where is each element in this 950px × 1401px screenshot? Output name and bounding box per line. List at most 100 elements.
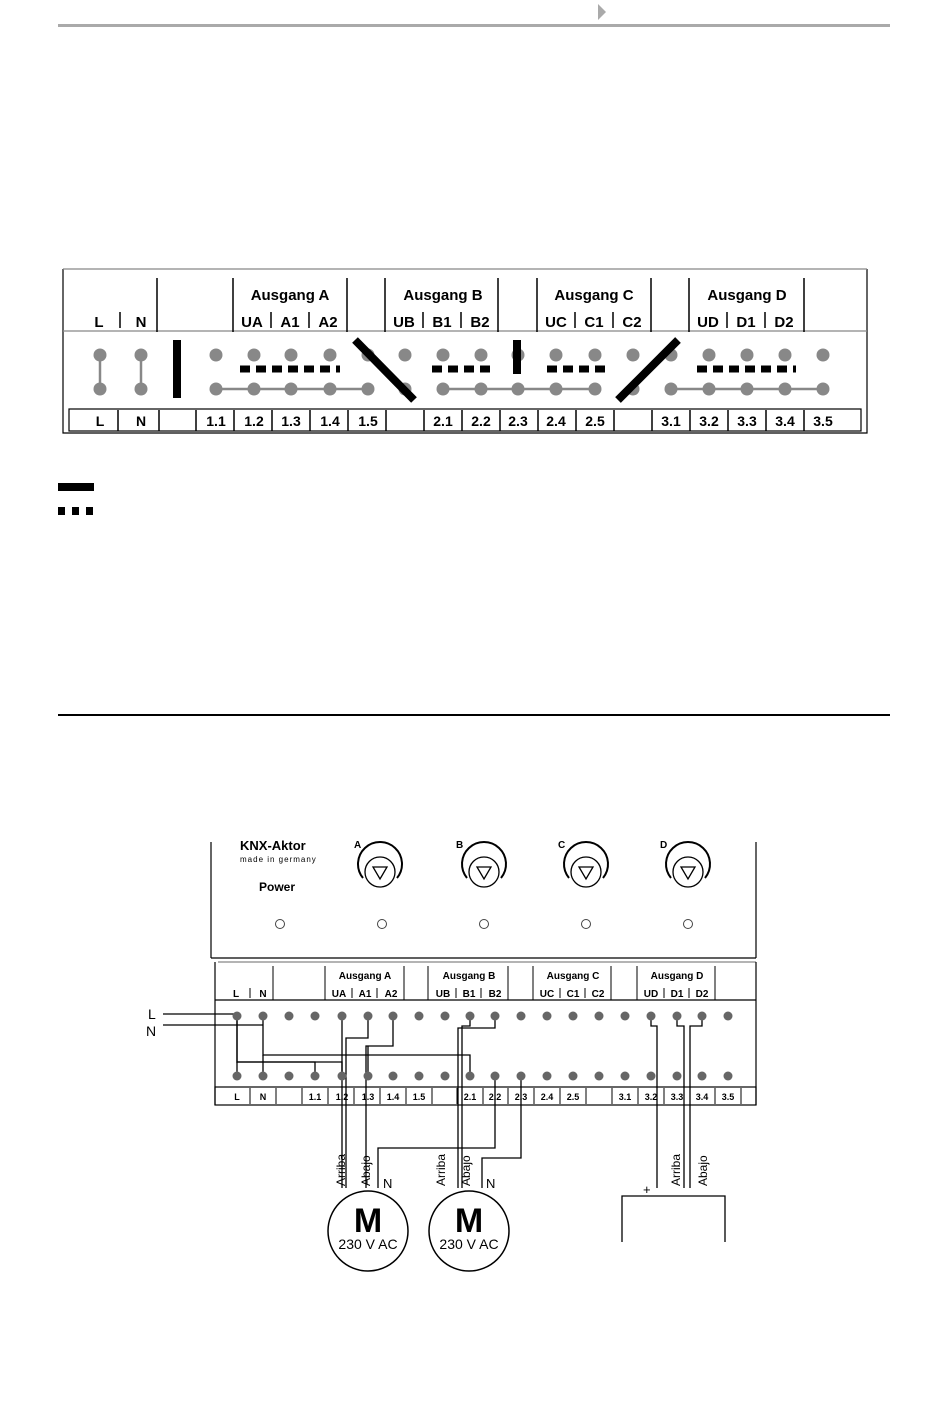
terminal-dot xyxy=(363,1071,373,1081)
terminal-label: 3.4 xyxy=(696,1092,709,1102)
terminal-label: 1.4 xyxy=(320,413,340,429)
terminal-dot xyxy=(672,1071,682,1081)
motor1-n-label: N xyxy=(383,1176,392,1191)
terminal-dot xyxy=(542,1071,552,1081)
terminal-label: L xyxy=(96,413,105,429)
header-b2: B2 xyxy=(470,314,489,331)
rotary-knob-icon[interactable] xyxy=(665,841,711,888)
ausgang-b-label: Ausgang B xyxy=(443,971,496,982)
terminal-label: L xyxy=(234,1092,240,1102)
ausgang-a-label: Ausgang A xyxy=(251,287,330,304)
terminal-label: 3.2 xyxy=(645,1092,658,1102)
terminal-label: 2.4 xyxy=(546,413,566,429)
terminal-dot xyxy=(258,1011,268,1021)
terminal-dot xyxy=(440,1071,450,1081)
bridge-bar-short xyxy=(513,340,521,374)
motor2-voltage: 230 V AC xyxy=(439,1236,498,1252)
terminal-dot xyxy=(697,1011,707,1021)
header-rule xyxy=(58,24,890,27)
terminal-label: 2.1 xyxy=(433,413,453,429)
terminal-dot xyxy=(490,1011,500,1021)
dc-load-box xyxy=(621,1195,726,1242)
device-subtitle: made in germany xyxy=(240,855,317,864)
rotary-knob-icon[interactable] xyxy=(461,841,507,888)
terminal-dot xyxy=(247,348,261,362)
bridge-diagonal xyxy=(615,337,681,403)
terminal-label: 2.5 xyxy=(585,413,605,429)
motor1-down-label: Abajo xyxy=(359,1155,373,1186)
supply-n-label: N xyxy=(146,1023,156,1039)
top-terminal-diagram: Ausgang A Ausgang B Ausgang C Ausgang D … xyxy=(62,268,868,434)
knob-c-label: C xyxy=(558,840,565,851)
header-ua: UA xyxy=(332,989,346,1000)
header-d1: D1 xyxy=(736,314,755,331)
header-ud: UD xyxy=(644,989,658,1000)
knob-b-label: B xyxy=(456,840,463,851)
terminal-dot xyxy=(337,1071,347,1081)
header-n: N xyxy=(136,314,147,331)
terminal-label: 1.5 xyxy=(413,1092,426,1102)
terminal-dot xyxy=(646,1011,656,1021)
terminal-label: N xyxy=(260,1092,267,1102)
terminal-label: 1.2 xyxy=(244,413,264,429)
terminal-dot xyxy=(363,1011,373,1021)
legend-solid-bridge xyxy=(58,483,94,491)
terminal-dot xyxy=(549,348,563,362)
terminal-label: 2.1 xyxy=(464,1092,477,1102)
terminal-dot xyxy=(702,348,716,362)
terminal-label: 3.2 xyxy=(699,413,719,429)
terminal-label: 1.1 xyxy=(309,1092,322,1102)
ausgang-b-label: Ausgang B xyxy=(403,287,482,304)
terminal-dot xyxy=(740,348,754,362)
header-d2: D2 xyxy=(774,314,793,331)
header-ub: UB xyxy=(393,314,415,331)
dc-down-label: Abajo xyxy=(696,1155,710,1186)
terminal-label: 2.5 xyxy=(567,1092,580,1102)
legend xyxy=(58,483,94,515)
terminal-dot xyxy=(398,348,412,362)
power-label: Power xyxy=(259,880,295,894)
status-led-icon xyxy=(683,919,693,929)
terminal-dot xyxy=(284,1071,294,1081)
terminal-dot xyxy=(594,1071,604,1081)
motor2-up-label: Arriba xyxy=(434,1154,448,1186)
terminal-label: 2.2 xyxy=(489,1092,502,1102)
terminal-dot xyxy=(232,1071,242,1081)
terminal-dot xyxy=(310,1071,320,1081)
terminal-dot xyxy=(778,348,792,362)
terminal-label: 1.5 xyxy=(358,413,378,429)
ausgang-c-label: Ausgang C xyxy=(547,971,600,982)
terminal-dot xyxy=(588,348,602,362)
terminal-dot xyxy=(620,1071,630,1081)
terminal-dot xyxy=(284,348,298,362)
motor-2-symbol xyxy=(428,1190,510,1272)
terminal-dot xyxy=(620,1011,630,1021)
header-b1: B1 xyxy=(432,314,451,331)
ausgang-c-label: Ausgang C xyxy=(554,287,633,304)
motor1-m-label: M xyxy=(354,1202,382,1240)
terminal-dot xyxy=(465,1071,475,1081)
wires xyxy=(163,1013,703,1188)
terminal-dot xyxy=(209,348,223,362)
header-c2: C2 xyxy=(592,989,605,1000)
terminal-label: 1.2 xyxy=(336,1092,349,1102)
terminal-dot xyxy=(568,1071,578,1081)
arrow-right-icon xyxy=(598,4,606,20)
terminal-dot xyxy=(232,1011,242,1021)
terminal-dot xyxy=(723,1071,733,1081)
terminal-label: 1.3 xyxy=(281,413,301,429)
header-c1: C1 xyxy=(567,989,580,1000)
status-led-icon xyxy=(377,919,387,929)
header-c2: C2 xyxy=(622,314,641,331)
terminal-dot xyxy=(646,1071,656,1081)
terminal-dot xyxy=(626,348,640,362)
status-led-icon xyxy=(275,919,285,929)
rotary-knob-icon[interactable] xyxy=(563,841,609,888)
lower-terminal-dots xyxy=(232,1071,733,1081)
terminal-dot xyxy=(697,1071,707,1081)
ausgang-d-label: Ausgang D xyxy=(707,287,786,304)
upper-terminal-dots xyxy=(93,348,830,362)
terminal-label: 2.2 xyxy=(471,413,491,429)
rotary-knob-icon[interactable] xyxy=(357,841,403,888)
terminal-dot xyxy=(516,1071,526,1081)
